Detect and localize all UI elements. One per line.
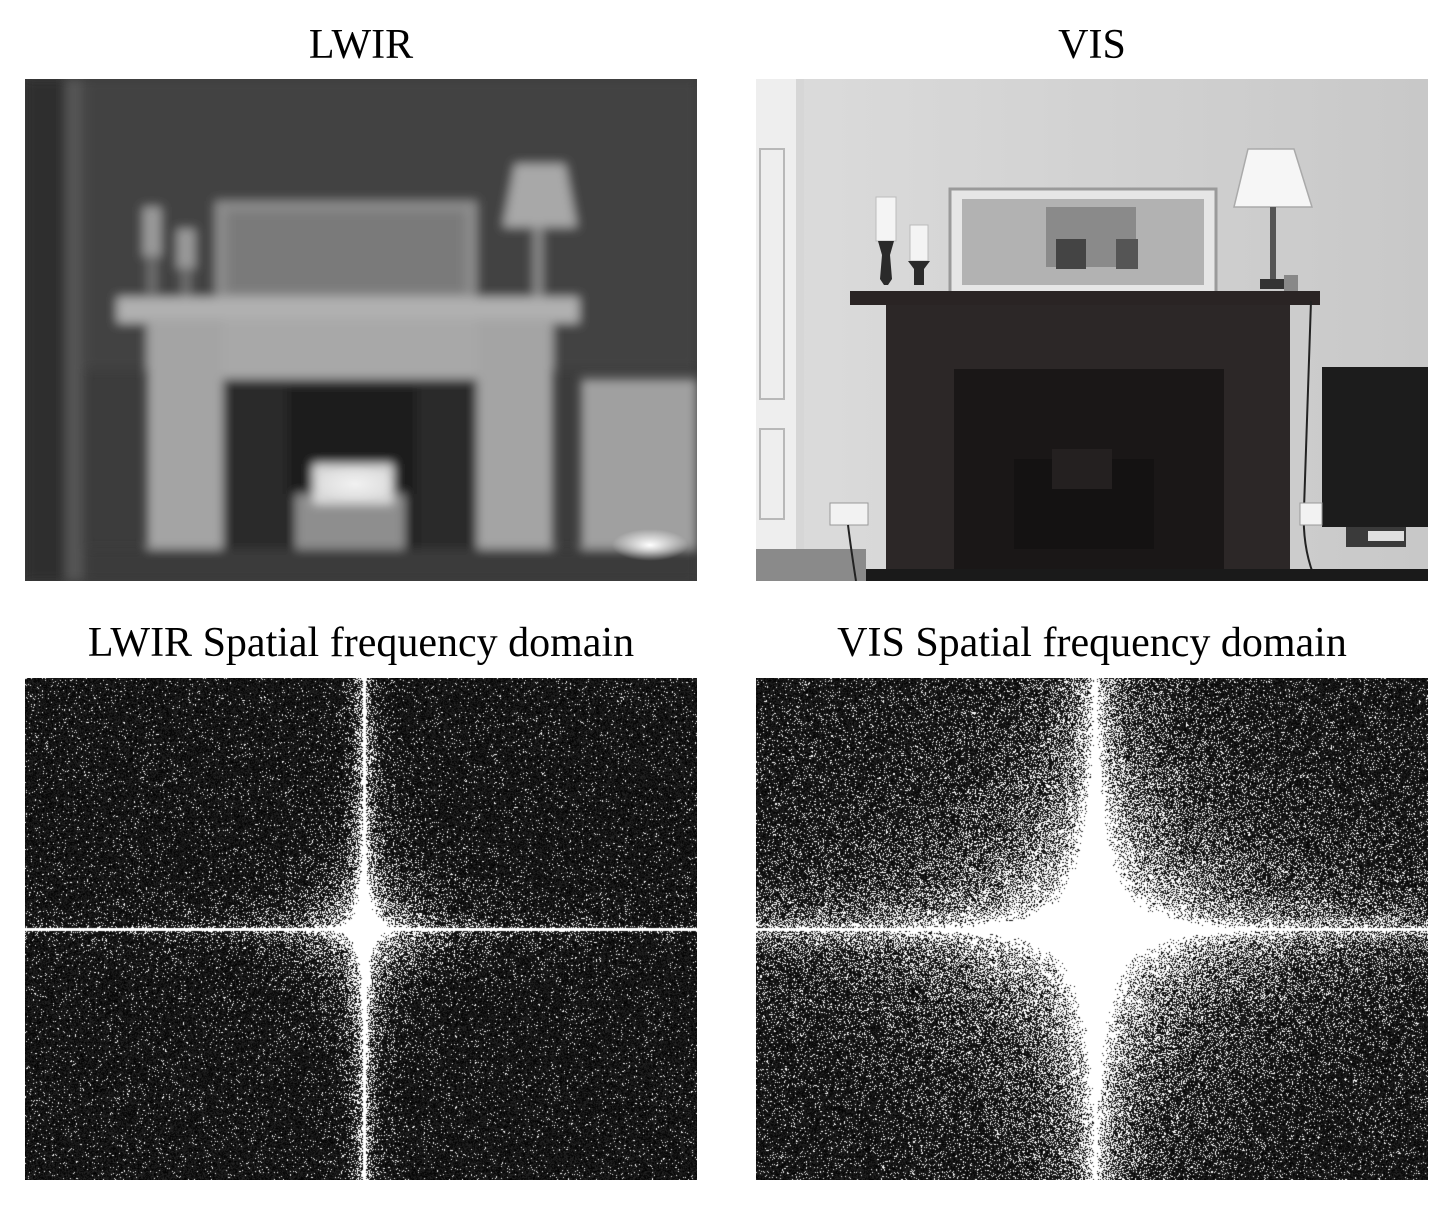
lwir-title: LWIR [308,22,414,68]
vis-title: VIS [1058,22,1126,68]
lwir-image [25,79,697,581]
lwir-frequency-spectrum [25,678,697,1180]
lwir-frequency-title: LWIR Spatial frequency domain [87,620,635,666]
vis-image [756,79,1428,581]
vis-frequency-title: VIS Spatial frequency domain [837,620,1347,666]
vis-frequency-spectrum [756,678,1428,1180]
